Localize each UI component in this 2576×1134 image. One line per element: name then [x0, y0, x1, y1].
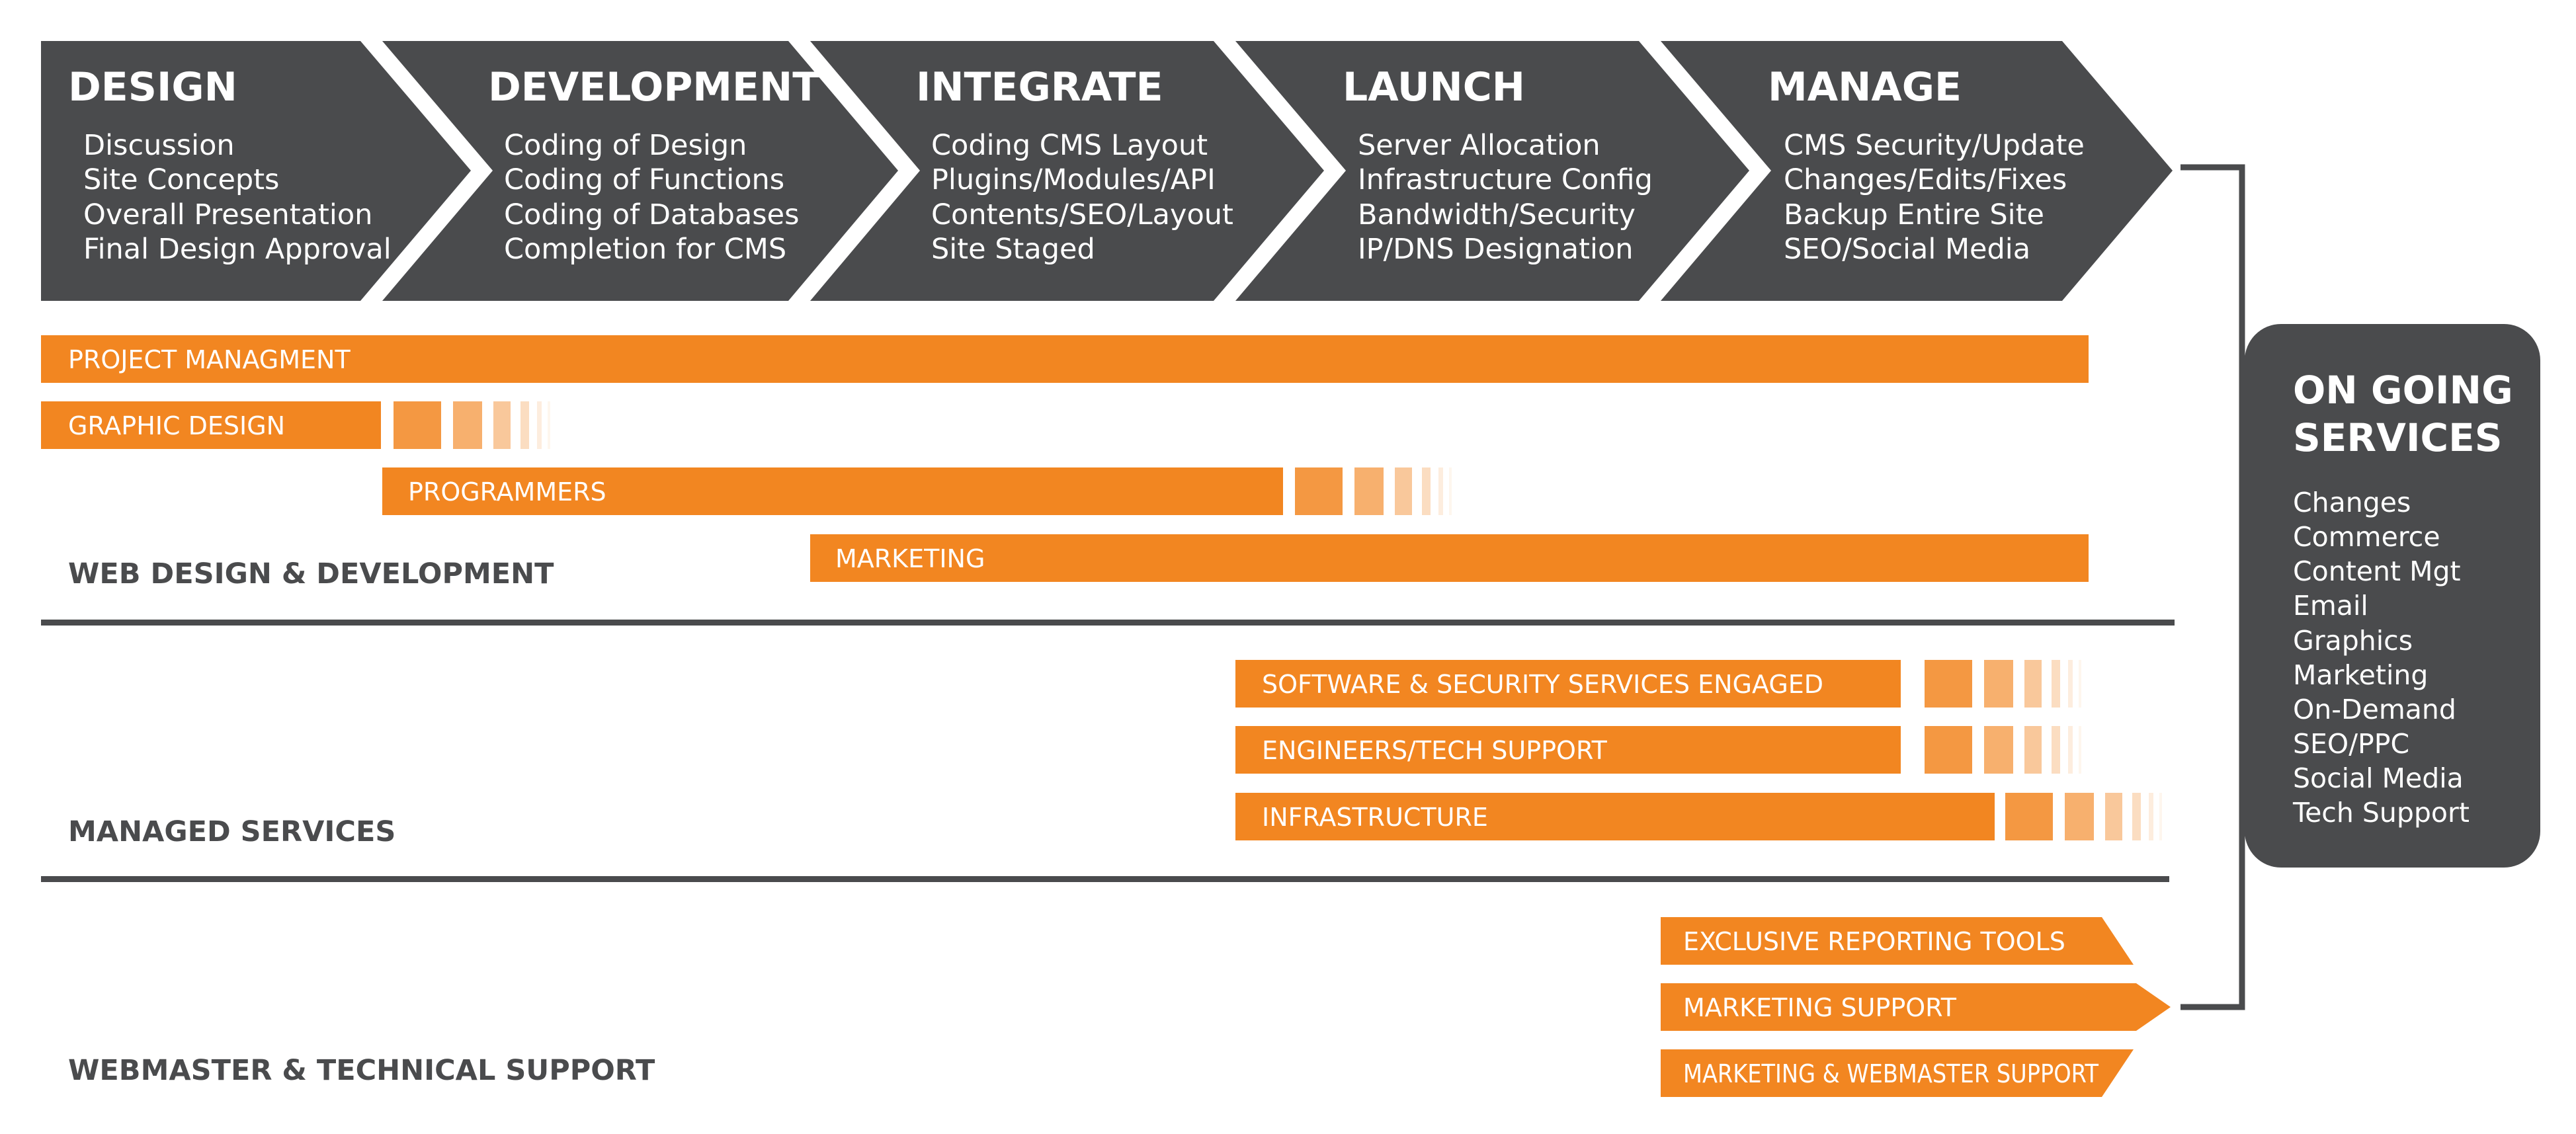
bar-label: MARKETING SUPPORT — [1683, 993, 1957, 1022]
bar-label: PROGRAMMERS — [408, 477, 606, 506]
phase-title-design: DESIGN — [68, 64, 237, 110]
phase-item: Coding CMS Layout — [931, 129, 1208, 162]
phase-item: Coding of Databases — [504, 198, 799, 231]
phase-item: Contents/SEO/Layout — [931, 198, 1233, 231]
ongoing-item: On-Demand — [2293, 694, 2456, 725]
phase-chevron-manage — [1661, 41, 2173, 301]
bar-programmers — [382, 467, 1283, 515]
phase-item: Backup Entire Site — [1784, 198, 2044, 231]
bar-fade-trail — [394, 401, 550, 449]
ongoing-bracket — [2181, 164, 2247, 1010]
ongoing-item: SEO/PPC — [2293, 728, 2409, 760]
phase-title-development: DEVELOPMENT — [488, 64, 819, 110]
phase-item: Discussion — [83, 129, 235, 162]
bar-exclusive-reporting-tools — [1661, 917, 2134, 965]
section-managed-services: SOFTWARE & SECURITY SERVICES ENGAGED ENG… — [41, 660, 2169, 882]
bar-label: GRAPHIC DESIGN — [68, 411, 285, 440]
ongoing-item: Graphics — [2293, 625, 2413, 657]
phase-item: Changes/Edits/Fixes — [1784, 163, 2067, 196]
ongoing-panel-bg — [2245, 324, 2540, 868]
phase-title-integrate: INTEGRATE — [916, 64, 1163, 110]
ongoing-item: Changes — [2293, 487, 2411, 518]
phase-item: SEO/Social Media — [1784, 233, 2030, 266]
bar-project-management — [41, 335, 2089, 383]
phase-item: Plugins/Modules/API — [931, 163, 1216, 196]
phase-item: Infrastructure Config — [1358, 163, 1653, 196]
phase-item: Overall Presentation — [83, 198, 372, 231]
bar-label: INFRASTRUCTURE — [1262, 803, 1488, 832]
section-web-design-development: PROJECT MANAGMENT GRAPHIC DESIGN PROGRAM… — [41, 335, 2175, 626]
phase-chevron-launch — [1235, 41, 1749, 301]
ongoing-services-panel: ON GOING SERVICES Changes Commerce Conte… — [2245, 324, 2540, 868]
bar-infrastructure — [1235, 793, 1995, 840]
ongoing-title: ON GOING — [2293, 368, 2513, 413]
phase-chevron-integrate — [810, 41, 1324, 301]
phase-item: Server Allocation — [1358, 129, 1600, 162]
bar-marketing-support — [1661, 983, 2171, 1031]
phase-item: Coding of Design — [504, 129, 747, 162]
bar-label: MARKETING — [835, 544, 985, 573]
ongoing-item: Commerce — [2293, 521, 2440, 553]
phase-item: Site Concepts — [83, 163, 279, 196]
phase-title-manage: MANAGE — [1768, 64, 1962, 110]
ongoing-title: SERVICES — [2293, 415, 2502, 460]
bar-label: ENGINEERS/TECH SUPPORT — [1262, 736, 1608, 765]
phase-chevron-design — [41, 41, 471, 301]
section-label: WEB DESIGN & DEVELOPMENT — [68, 557, 554, 590]
bar-fade-trail — [1925, 726, 2081, 774]
bar-marketing-webmaster-support — [1661, 1049, 2134, 1097]
section-webmaster-technical-support: EXCLUSIVE REPORTING TOOLS MARKETING SUPP… — [68, 917, 2171, 1097]
ongoing-item: Social Media — [2293, 762, 2464, 794]
bar-label: SOFTWARE & SECURITY SERVICES ENGAGED — [1262, 670, 1823, 699]
bar-fade-trail — [2005, 793, 2162, 840]
phase-item: Final Design Approval — [83, 233, 392, 266]
bar-software-security — [1235, 660, 1901, 708]
phase-item: Bandwidth/Security — [1358, 198, 1636, 231]
phase-item: Completion for CMS — [504, 233, 786, 266]
section-label: MANAGED SERVICES — [68, 815, 395, 848]
phase-item: CMS Security/Update — [1784, 129, 2085, 162]
ongoing-item: Tech Support — [2292, 797, 2470, 829]
bar-label: MARKETING & WEBMASTER SUPPORT — [1683, 1059, 2099, 1088]
bar-engineers-tech-support — [1235, 726, 1901, 774]
ongoing-item: Marketing — [2293, 659, 2428, 691]
phase-chevrons: DESIGN Discussion Site Concepts Overall … — [41, 41, 2173, 301]
section-divider — [41, 620, 2175, 626]
section-label: WEBMASTER & TECHNICAL SUPPORT — [68, 1054, 655, 1087]
bar-fade-trail — [1295, 467, 1452, 515]
phase-chevron-development — [382, 41, 898, 301]
phase-item: IP/DNS Designation — [1358, 233, 1634, 266]
bar-label: PROJECT MANAGMENT — [68, 345, 351, 374]
phase-title-launch: LAUNCH — [1343, 64, 1525, 110]
ongoing-item: Content Mgt — [2293, 555, 2461, 587]
phase-item: Site Staged — [931, 233, 1095, 266]
bar-marketing — [810, 534, 2089, 582]
bar-fade-trail — [1925, 660, 2081, 708]
ongoing-item: Email — [2293, 590, 2368, 622]
section-divider — [41, 876, 2169, 882]
bar-label: EXCLUSIVE REPORTING TOOLS — [1683, 927, 2065, 956]
phase-item: Coding of Functions — [504, 163, 784, 196]
bar-graphic-design — [41, 401, 381, 449]
